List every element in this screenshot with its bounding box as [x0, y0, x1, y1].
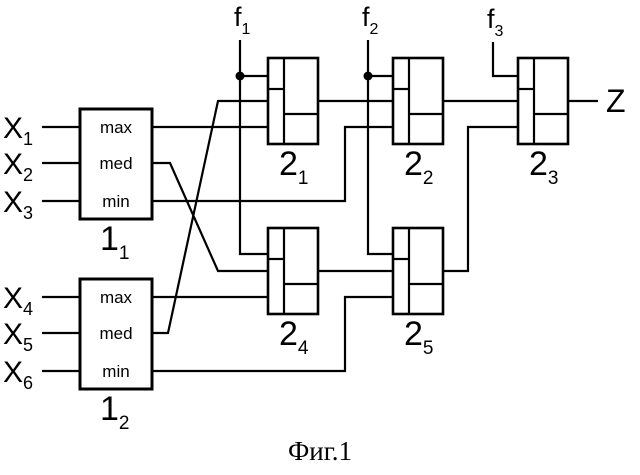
element-label-2: 22 — [404, 145, 434, 189]
sorter-2-port-max: max — [100, 288, 133, 307]
input-label-x2: X2 — [3, 148, 33, 185]
control-label-f2: f2 — [362, 2, 379, 38]
sorter-2-port-med: med — [99, 324, 132, 343]
junction-dot-f2 — [364, 72, 373, 81]
element-block-2 — [393, 58, 443, 144]
wire-f3 — [493, 42, 518, 76]
sorter-1-port-max: max — [100, 118, 133, 137]
junction-dot-f1 — [236, 72, 245, 81]
input-label-x3: X3 — [3, 186, 33, 223]
element-label-3: 23 — [529, 145, 559, 189]
sorter-1-port-med: med — [99, 154, 132, 173]
sorter-label-2: 12 — [100, 390, 130, 434]
element-label-5: 25 — [404, 315, 434, 359]
element-label-4: 24 — [279, 315, 309, 359]
control-label-f3: f3 — [487, 4, 504, 40]
element-block-3 — [518, 58, 568, 144]
control-label-f1: f1 — [234, 2, 251, 38]
wire-f1 — [240, 40, 268, 254]
output-label: Z — [606, 83, 626, 119]
wire-s2-med — [152, 101, 268, 333]
input-label-x4: X4 — [3, 282, 33, 319]
sorter-2-port-min: min — [102, 362, 129, 381]
input-label-x6: X6 — [3, 356, 33, 393]
input-label-x5: X5 — [3, 318, 33, 355]
input-label-x1: X1 — [3, 112, 33, 149]
sorter-1-port-min: min — [102, 192, 129, 211]
wire-f2 — [368, 40, 393, 254]
element-block-5 — [393, 228, 443, 314]
wire-e5-e3 — [443, 127, 518, 271]
element-block-1 — [268, 58, 318, 144]
sorter-label-1: 11 — [100, 220, 130, 264]
element-block-4 — [268, 228, 318, 314]
element-label-1: 21 — [279, 145, 309, 189]
figure-caption: Фиг.1 — [288, 436, 352, 466]
